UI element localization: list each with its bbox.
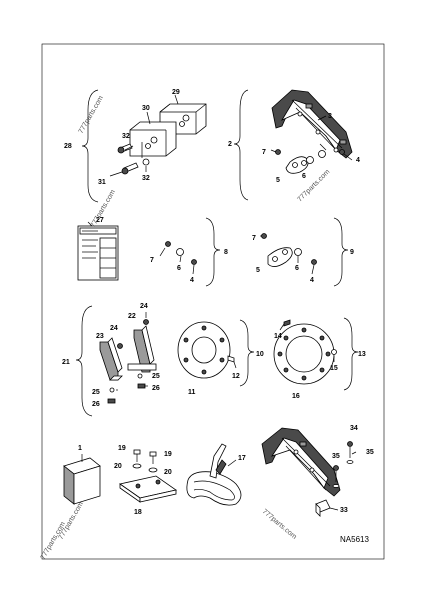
callout-7-kit9: 7 (252, 235, 256, 242)
callout-19-right: 19 (164, 451, 172, 458)
callout-5-kit9: 5 (256, 267, 260, 274)
callout-10: 10 (256, 351, 264, 358)
callout-5: 5 (276, 177, 280, 184)
callout-7-kit8: 7 (150, 257, 154, 264)
figure-reference: NA5613 (340, 535, 369, 544)
callout-23: 23 (96, 333, 104, 340)
callout-31: 31 (98, 179, 106, 186)
group-8-hardware (159, 217, 221, 287)
watermark-1: 777parts.com (78, 95, 105, 135)
callout-35: 35 (332, 453, 340, 460)
callout-1: 1 (78, 445, 82, 452)
group-17-strap (186, 443, 242, 506)
callout-12: 12 (232, 373, 240, 380)
callout-14: 14 (274, 333, 282, 340)
callout-4: 4 (356, 157, 360, 164)
group-13-ring (273, 317, 359, 391)
group-28-plates (81, 89, 207, 203)
callout-9: 9 (350, 249, 354, 256)
callout-16: 16 (292, 393, 300, 400)
callout-6-kit8: 6 (177, 265, 181, 272)
group-27-manual (77, 221, 119, 281)
callout-33: 33 (340, 507, 348, 514)
callout-34: 34 (350, 425, 358, 432)
callout-8: 8 (224, 249, 228, 256)
callout-4-kit9: 4 (310, 277, 314, 284)
group-1-box (63, 454, 101, 505)
group-2-frame (233, 89, 353, 201)
group-18-plate (119, 449, 177, 503)
callout-26-right: 26 (152, 385, 160, 392)
callout-11: 11 (188, 389, 196, 396)
group-21-brackets (75, 305, 157, 417)
callout-3: 3 (328, 113, 332, 120)
callout-labels: 28 29 30 32 31 32 2 3 7 4 5 6 27 7 6 4 8… (62, 89, 374, 516)
callout-22: 22 (128, 313, 136, 320)
group-9-link-kit (260, 217, 349, 287)
callout-19: 19 (118, 445, 126, 452)
callout-32: 32 (122, 133, 130, 140)
watermark-5: 777parts.com (261, 508, 298, 541)
callout-20: 20 (114, 463, 122, 470)
callout-24-lower: 24 (110, 325, 118, 332)
callout-30: 30 (142, 105, 150, 112)
callout-7: 7 (262, 149, 266, 156)
callout-24: 24 (140, 303, 148, 310)
group-33-frame-clamp (261, 427, 357, 517)
callout-13: 13 (358, 351, 366, 358)
callout-15: 15 (330, 365, 338, 372)
callout-26: 26 (92, 401, 100, 408)
callout-6-kit9: 6 (295, 265, 299, 272)
callout-35-right: 35 (366, 449, 374, 456)
callout-27: 27 (96, 217, 104, 224)
callout-18: 18 (134, 509, 142, 516)
callout-17: 17 (238, 455, 246, 462)
callout-25-right: 25 (152, 373, 160, 380)
callout-6: 6 (302, 173, 306, 180)
page-border (41, 43, 385, 560)
watermark-4: 777parts.com (58, 501, 85, 541)
callout-29: 29 (172, 89, 180, 96)
callout-32-lower: 32 (142, 175, 150, 182)
callout-28: 28 (64, 143, 72, 150)
group-10-ring (177, 319, 255, 387)
callout-21: 21 (62, 359, 70, 366)
callout-2: 2 (228, 141, 232, 148)
callout-25: 25 (92, 389, 100, 396)
callout-4-kit8: 4 (190, 277, 194, 284)
callout-20-right: 20 (164, 469, 172, 476)
